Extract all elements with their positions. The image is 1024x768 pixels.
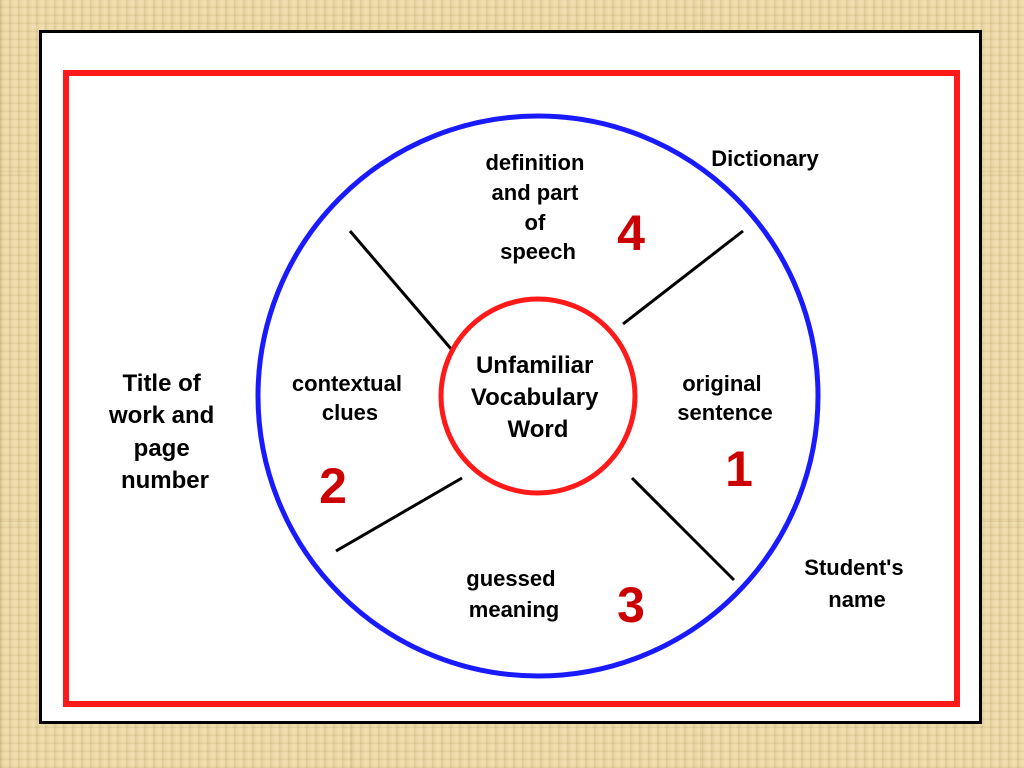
inner-red-border [63, 70, 960, 707]
quadrant-top-label: definition and part of speech [485, 150, 590, 264]
divider-line-top-right [622, 229, 744, 326]
center-circle [438, 296, 638, 496]
quadrant-bottom-label: guessed meaning [466, 566, 561, 622]
outside-label-student-name: Student's name [804, 555, 909, 612]
quadrant-bottom-number: 3 [617, 577, 645, 633]
outside-label-dictionary: Dictionary [711, 146, 819, 171]
quadrant-left-label: contextual clues [292, 371, 408, 425]
quadrant-right-number: 1 [725, 441, 753, 497]
quadrant-top-number: 4 [617, 205, 645, 261]
divider-line-top-left [348, 230, 454, 351]
quadrant-left-number: 2 [319, 458, 347, 514]
quadrant-right-label: original sentence [677, 371, 772, 425]
outer-circle [255, 113, 821, 679]
outside-label-title-of-work: Title of work and page number [108, 370, 221, 494]
divider-line-bottom-left [335, 476, 463, 553]
center-word-label: Unfamiliar Vocabulary Word [471, 352, 605, 443]
divider-line-bottom-right [630, 476, 736, 582]
